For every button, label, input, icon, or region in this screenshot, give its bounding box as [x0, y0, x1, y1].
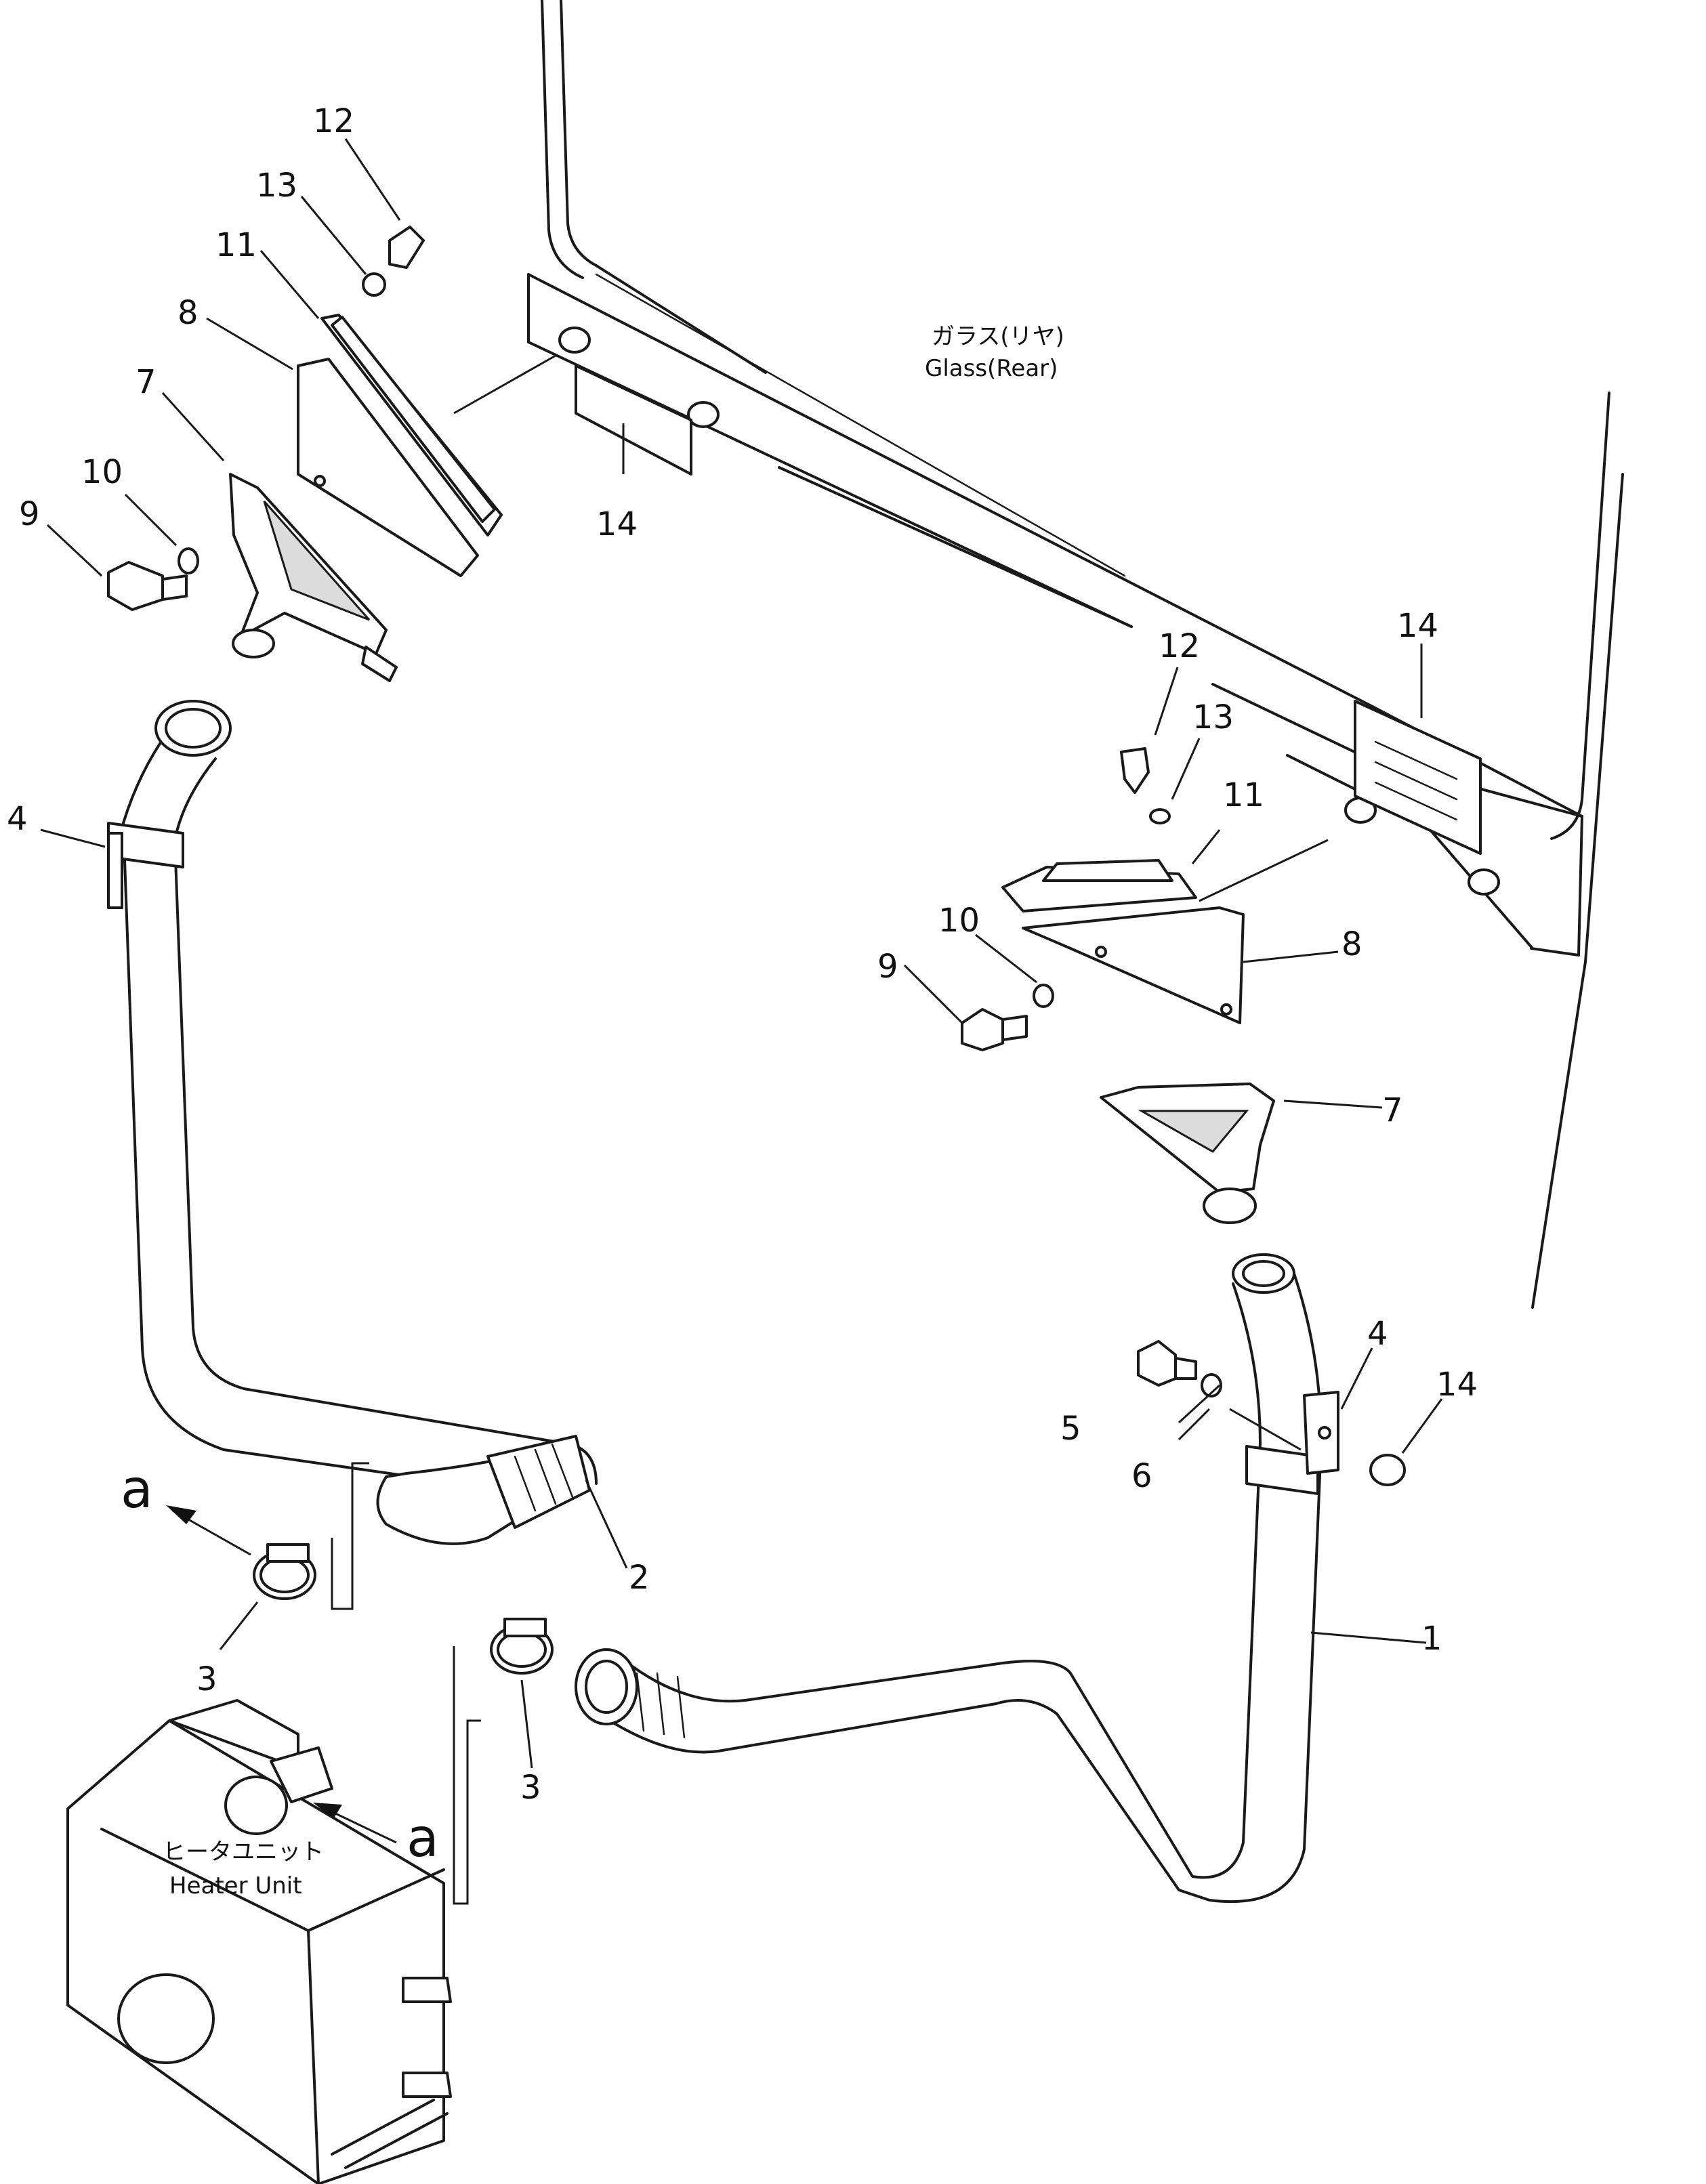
right-duct-assembly [1001, 859, 1275, 1224]
callout-14-right-bottom: 14 [1436, 1366, 1478, 1404]
clip-4-right [1245, 1445, 1319, 1495]
callout-9-left: 9 [19, 495, 40, 533]
heater-unit [66, 1699, 452, 2184]
labels: ガラス(リヤ) Glass(Rear) ヒータユニット Heater Unit … [7, 102, 1478, 1899]
callout-12-left: 12 [313, 102, 354, 140]
bracket-8-right [1022, 906, 1245, 1024]
screw-12-left [388, 226, 425, 269]
screw-12-right [1120, 747, 1150, 794]
glass-label-en: Glass(Rear) [925, 355, 1058, 382]
callout-11-right: 11 [1223, 776, 1264, 814]
callout-14-left: 14 [596, 505, 638, 543]
heater-label-jp: ヒータユニット [163, 1839, 324, 1866]
spacer-14 [1369, 1454, 1406, 1486]
callout-4-right: 4 [1367, 1315, 1388, 1353]
left-duct-assembly [229, 314, 503, 682]
callout-6: 6 [1131, 1457, 1152, 1495]
view-letter-a-top: a [121, 1459, 153, 1520]
pad-14-right [1354, 700, 1482, 855]
callout-13-right: 13 [1192, 698, 1234, 736]
rear-glass-frame [527, 0, 1624, 1309]
callout-7-left: 7 [136, 363, 157, 401]
washer-10-right [1033, 984, 1054, 1008]
right-hose-assembly [575, 1253, 1339, 1904]
callout-10-right: 10 [938, 902, 980, 940]
callout-7-right: 7 [1382, 1091, 1403, 1129]
callout-12-right: 12 [1159, 627, 1200, 665]
bracket-8-left [297, 358, 479, 577]
callout-1: 1 [1421, 1620, 1442, 1658]
left-hose-assembly [107, 700, 598, 1545]
callout-3-right: 3 [520, 1769, 541, 1807]
callout-2: 2 [629, 1559, 650, 1597]
hardware [107, 226, 1406, 1675]
heater-label-en: Heater Unit [169, 1872, 302, 1899]
pad-14-left [575, 364, 692, 476]
callout-3-left: 3 [196, 1660, 217, 1698]
washer-10-left [178, 547, 199, 574]
callout-5: 5 [1060, 1410, 1081, 1448]
callout-9-right: 9 [877, 948, 898, 986]
leader-lines [40, 138, 1443, 1905]
bolt-9-right [961, 1008, 1004, 1051]
callout-8-right: 8 [1341, 925, 1362, 963]
glass-label-jp: ガラス(リヤ) [932, 323, 1064, 350]
callout-11-left: 11 [215, 226, 257, 264]
callout-14-right-top: 14 [1397, 607, 1438, 645]
bolt-5 [1137, 1340, 1177, 1387]
bolt-9-left [107, 561, 164, 611]
view-letter-a-bottom: a [407, 1808, 439, 1869]
callout-10-left: 10 [81, 453, 123, 491]
washer-6 [1201, 1373, 1222, 1398]
callout-4-left: 4 [7, 800, 28, 838]
washer-13-right [1149, 808, 1171, 824]
washer-13-left [362, 272, 386, 297]
callout-13-left: 13 [256, 167, 297, 205]
callout-8-left: 8 [178, 294, 199, 332]
